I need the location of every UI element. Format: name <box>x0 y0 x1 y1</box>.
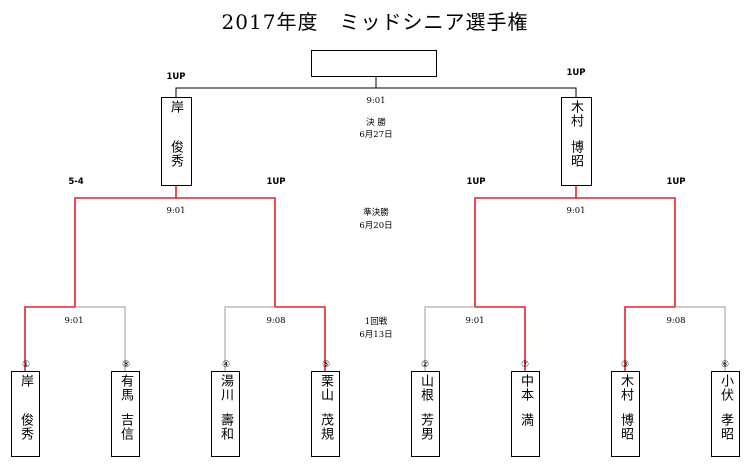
player-given-name: 木村 <box>618 374 633 402</box>
player-given-name: 岸 <box>18 374 33 388</box>
semi-margin-4: 1UP <box>666 177 686 187</box>
finalist-left-family: 俊秀 <box>168 140 183 168</box>
player-box <box>11 371 40 457</box>
semi-margin-3: 1UP <box>466 177 486 187</box>
player-family-name: 壽和 <box>218 413 233 441</box>
finalist-box-left <box>161 97 192 186</box>
player-box <box>411 371 440 457</box>
round-final-label: 決 勝 <box>366 118 386 128</box>
player-family-name: 博昭 <box>618 413 633 441</box>
semi-line-4 <box>576 197 676 307</box>
player-given-name: 小伏 <box>718 374 733 402</box>
page-title: 2017年度 ミッドシニア選手権 <box>221 10 529 34</box>
seed-mark: ⑦ <box>520 360 530 370</box>
finalist-right-given: 木村 <box>568 100 583 128</box>
first-round-line-4 <box>275 306 326 371</box>
player-family-name: 満 <box>518 413 533 427</box>
seed-mark: ⑥ <box>720 360 730 370</box>
player-box <box>711 371 740 457</box>
first-round-line-1 <box>24 306 75 371</box>
player-family-name: 孝昭 <box>718 413 733 441</box>
player-given-name: 有馬 <box>118 374 133 402</box>
seed-mark: ② <box>420 360 430 370</box>
player-box <box>611 371 640 457</box>
player-box <box>311 371 340 457</box>
semi-margin-2: 1UP <box>266 177 286 187</box>
semi-line-1 <box>74 197 176 307</box>
final-margin-left: 1UP <box>166 72 186 82</box>
final-line-left <box>175 87 376 97</box>
round-semi-label: 準決勝 <box>363 208 389 218</box>
final-time: 9:01 <box>366 96 386 106</box>
finalist-left-given: 岸 <box>168 100 183 114</box>
first-time-2: 9:08 <box>266 316 286 326</box>
player-box <box>111 371 140 457</box>
seed-mark: ③ <box>620 360 630 370</box>
first-round-line-7 <box>624 306 675 371</box>
first-round-line-6 <box>475 306 526 371</box>
first-time-4: 9:08 <box>666 316 686 326</box>
seed-mark: ⑤ <box>321 360 331 370</box>
semi-margin-1: 5-4 <box>68 177 84 187</box>
first-time-3: 9:01 <box>465 316 485 326</box>
player-given-name: 湯川 <box>218 374 233 402</box>
seed-mark: ① <box>21 360 31 370</box>
round-first-date: 6月13日 <box>359 330 393 340</box>
round-semi-date: 6月20日 <box>359 221 393 231</box>
finalist-right-family: 博昭 <box>568 140 583 168</box>
first-round-line-3 <box>224 306 275 371</box>
first-round-line-2 <box>75 306 126 371</box>
semi-time-left: 9:01 <box>166 206 186 216</box>
player-family-name: 芳男 <box>418 413 433 441</box>
round-first-label: 1回戦 <box>364 317 388 327</box>
finalist-box-right <box>561 97 592 186</box>
player-family-name: 俊秀 <box>18 413 33 441</box>
champion-box <box>311 50 437 77</box>
semi-time-right: 9:01 <box>566 206 586 216</box>
semi-line-2 <box>176 197 276 307</box>
first-round-line-8 <box>675 306 726 371</box>
player-family-name: 茂規 <box>318 413 333 441</box>
player-given-name: 栗山 <box>318 374 333 402</box>
player-family-name: 吉信 <box>118 413 133 441</box>
seed-mark: ⑧ <box>121 360 131 370</box>
final-margin-right: 1UP <box>566 68 586 78</box>
final-line-right <box>376 87 577 97</box>
player-given-name: 山根 <box>418 374 433 402</box>
player-box <box>211 371 240 457</box>
seed-mark: ④ <box>221 360 231 370</box>
player-box <box>511 371 540 457</box>
round-final-date: 6月27日 <box>359 130 393 140</box>
player-given-name: 中本 <box>518 374 533 402</box>
first-round-line-5 <box>424 306 475 371</box>
first-time-1: 9:01 <box>64 316 84 326</box>
semi-line-3 <box>474 197 576 307</box>
